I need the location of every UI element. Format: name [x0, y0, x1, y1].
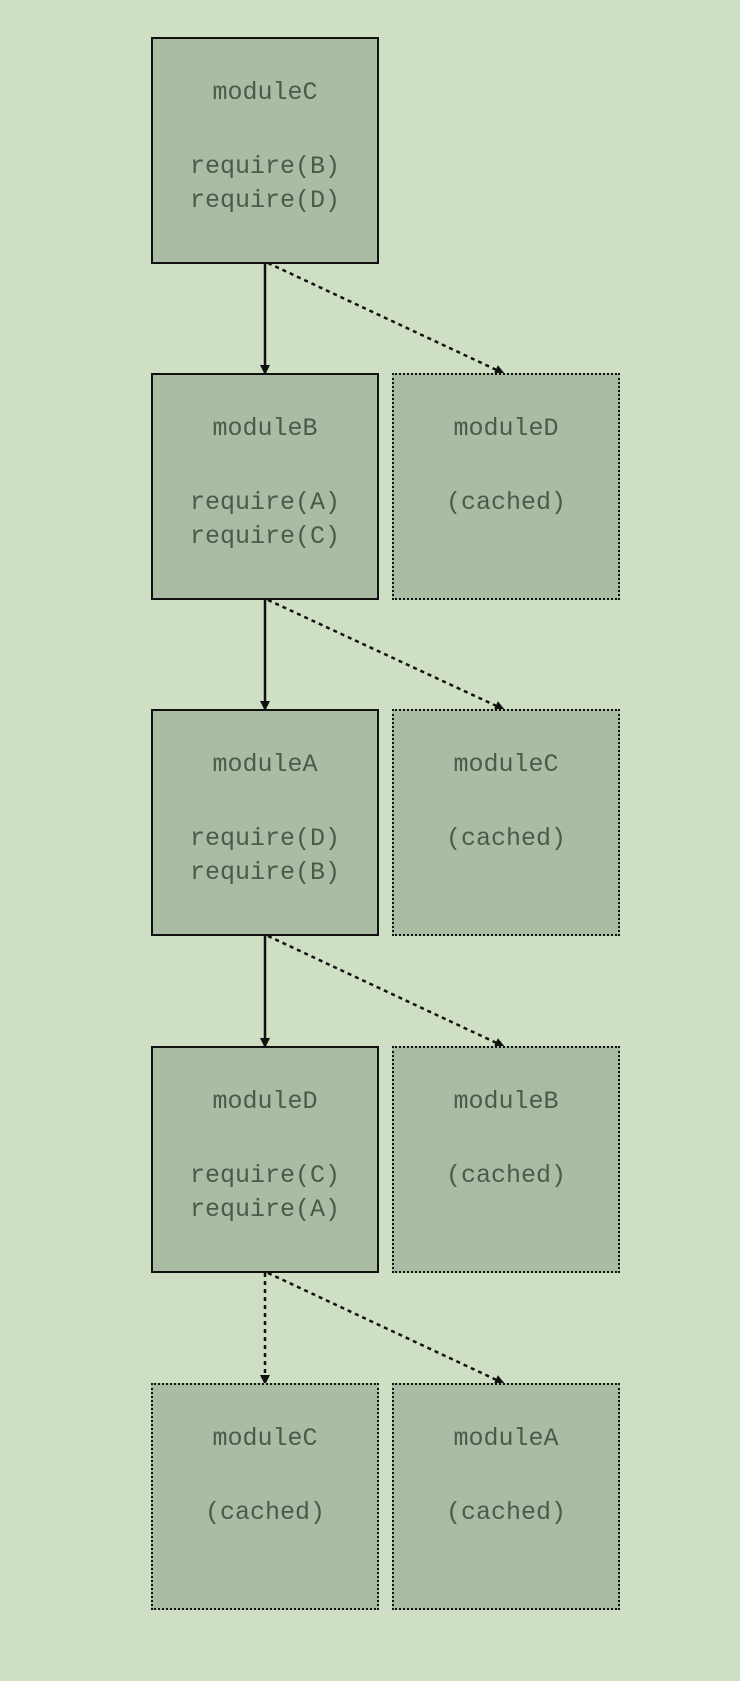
node-module-a-cached: moduleA (cached) [392, 1383, 620, 1610]
node-require-line: require(B) [189, 152, 341, 181]
edge-b-to-c-cached [267, 598, 505, 711]
node-title: moduleB [212, 414, 318, 443]
edge-d-to-a-cached [267, 1271, 505, 1385]
node-title: moduleB [453, 1087, 559, 1116]
node-require-line: require(A) [189, 488, 341, 517]
edge-c-to-d-cached [267, 261, 505, 375]
node-module-c: moduleC require(B) require(D) [151, 37, 379, 264]
node-module-b-cached: moduleB (cached) [392, 1046, 620, 1273]
edge-a-to-b-cached [267, 934, 505, 1048]
node-cached-label: (cached) [445, 1498, 567, 1527]
node-require-line: require(C) [189, 522, 341, 551]
node-cached-label: (cached) [445, 824, 567, 853]
node-module-c-cached: moduleC (cached) [392, 709, 620, 936]
node-title: moduleD [453, 414, 559, 443]
node-title: moduleC [212, 1424, 318, 1453]
node-require-line: require(D) [189, 824, 341, 853]
node-module-c-cached-2: moduleC (cached) [151, 1383, 379, 1610]
node-require-line: require(C) [189, 1161, 341, 1190]
node-cached-label: (cached) [445, 488, 567, 517]
node-module-d: moduleD require(C) require(A) [151, 1046, 379, 1273]
node-module-d-cached: moduleD (cached) [392, 373, 620, 600]
node-title: moduleA [212, 750, 318, 779]
node-cached-label: (cached) [445, 1161, 567, 1190]
node-title: moduleA [453, 1424, 559, 1453]
node-module-a: moduleA require(D) require(B) [151, 709, 379, 936]
node-require-line: require(A) [189, 1195, 341, 1224]
node-title: moduleC [212, 78, 318, 107]
node-title: moduleC [453, 750, 559, 779]
node-module-b: moduleB require(A) require(C) [151, 373, 379, 600]
node-require-line: require(B) [189, 858, 341, 887]
node-cached-label: (cached) [204, 1498, 326, 1527]
node-title: moduleD [212, 1087, 318, 1116]
node-require-line: require(D) [189, 186, 341, 215]
